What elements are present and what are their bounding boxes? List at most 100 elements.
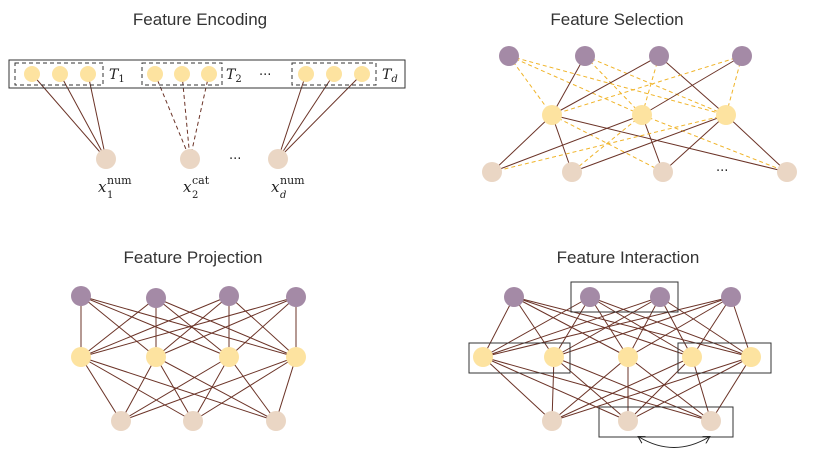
encoding-edge bbox=[277, 73, 363, 160]
projection-edge bbox=[80, 356, 122, 422]
encoding-edge bbox=[31, 73, 107, 160]
projection-input-node bbox=[111, 411, 131, 431]
svg-text:x: x bbox=[183, 178, 192, 196]
interaction-edge bbox=[589, 296, 752, 358]
selection-hidden-node bbox=[542, 105, 562, 125]
svg-text:x: x bbox=[271, 178, 280, 196]
interaction-edge bbox=[551, 356, 693, 422]
token-node bbox=[80, 66, 96, 82]
interaction-edge bbox=[513, 296, 555, 358]
token-group-box-2 bbox=[141, 62, 223, 86]
interaction-output-node bbox=[721, 287, 741, 307]
selection-edge-dropped bbox=[491, 114, 727, 173]
feature-label-1: x num 1 bbox=[98, 174, 132, 201]
token-label-2: T2 bbox=[226, 67, 242, 85]
encoding-edge bbox=[277, 73, 335, 160]
feature-label-2: x cat 2 bbox=[183, 174, 210, 201]
feature-node bbox=[180, 149, 200, 169]
projection-edge bbox=[120, 356, 230, 422]
projection-input-node bbox=[183, 411, 203, 431]
title-feature-selection: Feature Selection bbox=[550, 10, 684, 29]
interaction-edge bbox=[513, 296, 693, 358]
projection-edge bbox=[155, 296, 297, 358]
interaction-edge bbox=[482, 296, 591, 358]
encoding-edge bbox=[87, 73, 107, 160]
interaction-edge bbox=[627, 356, 693, 422]
selection-edge-dropped bbox=[508, 55, 727, 116]
svg-text:d: d bbox=[280, 190, 286, 201]
interaction-output-node bbox=[504, 287, 524, 307]
svg-text:num: num bbox=[280, 174, 305, 187]
selection-edge-selected bbox=[551, 55, 586, 116]
token-node bbox=[326, 66, 342, 82]
selection-input-node bbox=[482, 162, 502, 182]
projection-hidden-node bbox=[286, 347, 306, 367]
interaction-edge bbox=[553, 356, 629, 422]
selection-output-node bbox=[732, 46, 752, 66]
interaction-hidden-node bbox=[473, 347, 493, 367]
projection-edge bbox=[120, 356, 157, 422]
encoding-edge bbox=[181, 73, 191, 160]
interaction-nodes bbox=[473, 287, 761, 431]
token-node bbox=[24, 66, 40, 82]
encoding-nodes bbox=[24, 66, 370, 169]
interaction-input-node bbox=[542, 411, 562, 431]
interaction-edge bbox=[551, 356, 629, 422]
selection-input-node bbox=[653, 162, 673, 182]
projection-hidden-node bbox=[146, 347, 166, 367]
selection-edge-dropped bbox=[641, 55, 660, 116]
selection-panel: ··· bbox=[482, 46, 797, 182]
interaction-edge bbox=[710, 356, 752, 422]
interaction-edge bbox=[551, 356, 555, 422]
token-node bbox=[147, 66, 163, 82]
interaction-hidden-node bbox=[544, 347, 564, 367]
selection-input-node bbox=[777, 162, 797, 182]
selection-edge-selected bbox=[641, 114, 664, 173]
interaction-panel bbox=[468, 281, 772, 448]
token-group-box-d bbox=[291, 62, 377, 86]
encoding-panel: T1 T2 ··· Td ··· x num 1 x cat 2 x num d bbox=[8, 59, 406, 201]
token-label-d: Td bbox=[382, 67, 398, 85]
token-label-1: T1 bbox=[109, 67, 125, 85]
token-node bbox=[201, 66, 217, 82]
svg-text:x: x bbox=[98, 178, 107, 196]
projection-edge bbox=[275, 356, 297, 422]
projection-panel bbox=[71, 286, 306, 431]
title-feature-projection: Feature Projection bbox=[123, 248, 263, 267]
interaction-edge bbox=[513, 296, 752, 358]
interaction-edge bbox=[482, 356, 553, 422]
feature-node bbox=[96, 149, 116, 169]
interaction-edge bbox=[730, 296, 752, 358]
projection-hidden-node bbox=[71, 347, 91, 367]
projection-edge bbox=[155, 356, 277, 422]
token-group-box-1 bbox=[14, 62, 104, 86]
selection-edge-selected bbox=[491, 114, 553, 173]
selection-output-node bbox=[499, 46, 519, 66]
projection-hidden-node bbox=[219, 347, 239, 367]
encoding-edge bbox=[189, 73, 210, 160]
interaction-group-box-mid-left bbox=[468, 342, 571, 374]
selection-edge-selected bbox=[725, 114, 788, 173]
svg-text:1: 1 bbox=[107, 190, 113, 201]
projection-edge bbox=[80, 296, 297, 358]
interaction-swap-arrow bbox=[639, 437, 709, 448]
selection-edge-dropped bbox=[641, 114, 788, 173]
projection-edges bbox=[80, 295, 297, 422]
interaction-edges bbox=[482, 296, 752, 422]
encoding-edge bbox=[59, 73, 107, 160]
selection-hidden-node bbox=[716, 105, 736, 125]
projection-output-node bbox=[146, 288, 166, 308]
title-feature-encoding: Feature Encoding bbox=[132, 10, 268, 29]
projection-edge bbox=[192, 356, 230, 422]
interaction-edge bbox=[691, 296, 732, 358]
encoding-edges bbox=[31, 73, 363, 160]
interaction-hidden-node bbox=[682, 347, 702, 367]
interaction-output-node bbox=[580, 287, 600, 307]
interaction-edge bbox=[659, 296, 752, 358]
selection-edge-selected bbox=[641, 55, 743, 116]
token-node bbox=[298, 66, 314, 82]
projection-edge bbox=[80, 295, 157, 358]
projection-output-node bbox=[219, 286, 239, 306]
encoding-edge bbox=[154, 73, 191, 160]
